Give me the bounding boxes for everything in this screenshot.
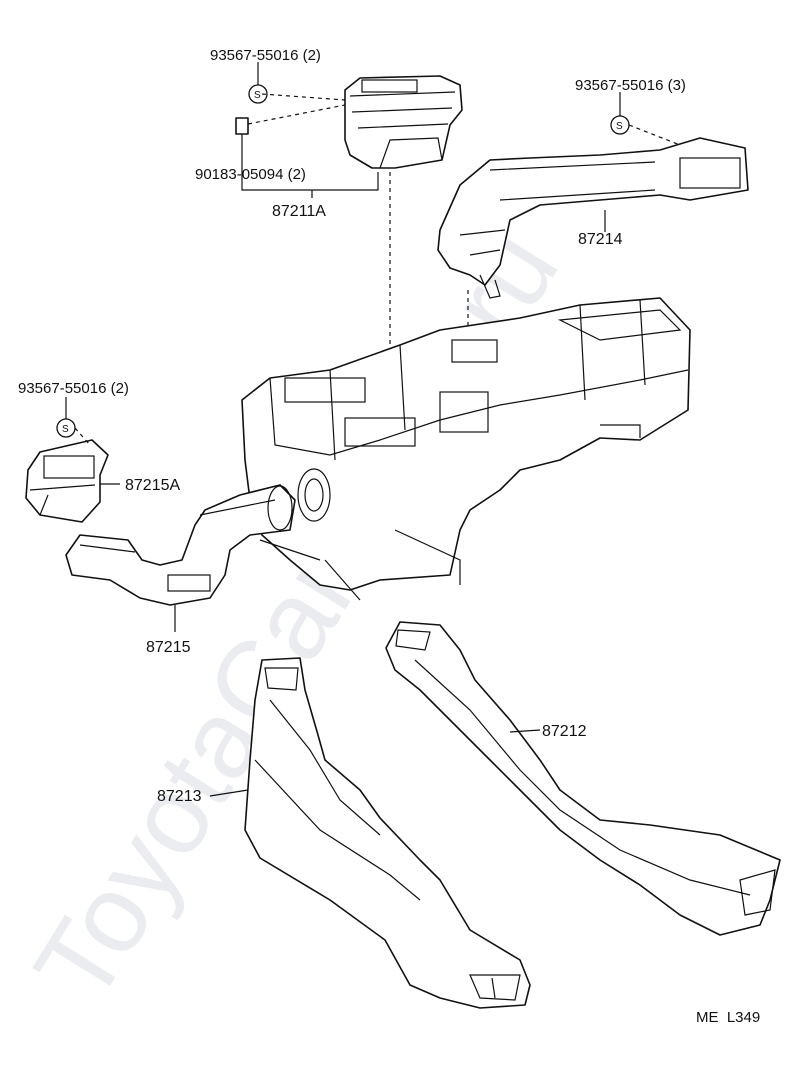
- label-screw-top-right: 93567-55016 (3): [575, 77, 686, 94]
- screw-symbol-tl-letter: S: [254, 90, 261, 101]
- label-87215a: 87215A: [125, 477, 180, 494]
- label-screw-left: 93567-55016 (2): [18, 380, 129, 397]
- label-clip-top-left: 90183-05094 (2): [195, 166, 306, 183]
- label-87212: 87212: [542, 723, 587, 740]
- leader-87213: [209, 789, 249, 797]
- duct-87215a: [25, 439, 109, 523]
- duct-87213: [244, 657, 531, 1009]
- diagram-code-label: ME L349: [696, 1009, 760, 1026]
- screw-symbol-left-letter: S: [62, 424, 69, 435]
- dashed-leader-left: [74, 427, 91, 446]
- leader-87212: [509, 729, 541, 733]
- duct-87211a: [344, 75, 463, 169]
- duct-87215: [65, 484, 296, 606]
- label-screw-top-left: 93567-55016 (2): [210, 47, 321, 64]
- heater-unit-assembly: [241, 297, 691, 601]
- label-87215: 87215: [146, 639, 191, 656]
- label-87211a: 87211A: [272, 203, 326, 220]
- duct-87214: [437, 137, 749, 299]
- screw-symbol-tr-letter: S: [616, 121, 623, 132]
- clip-90183: [235, 117, 249, 135]
- label-87214: 87214: [578, 231, 623, 248]
- label-87213: 87213: [157, 788, 202, 805]
- dashed-leaders-tl: [247, 93, 346, 125]
- dashed-leader-tr: [628, 124, 681, 146]
- duct-87212: [385, 621, 781, 936]
- leader-87211a: [241, 62, 379, 198]
